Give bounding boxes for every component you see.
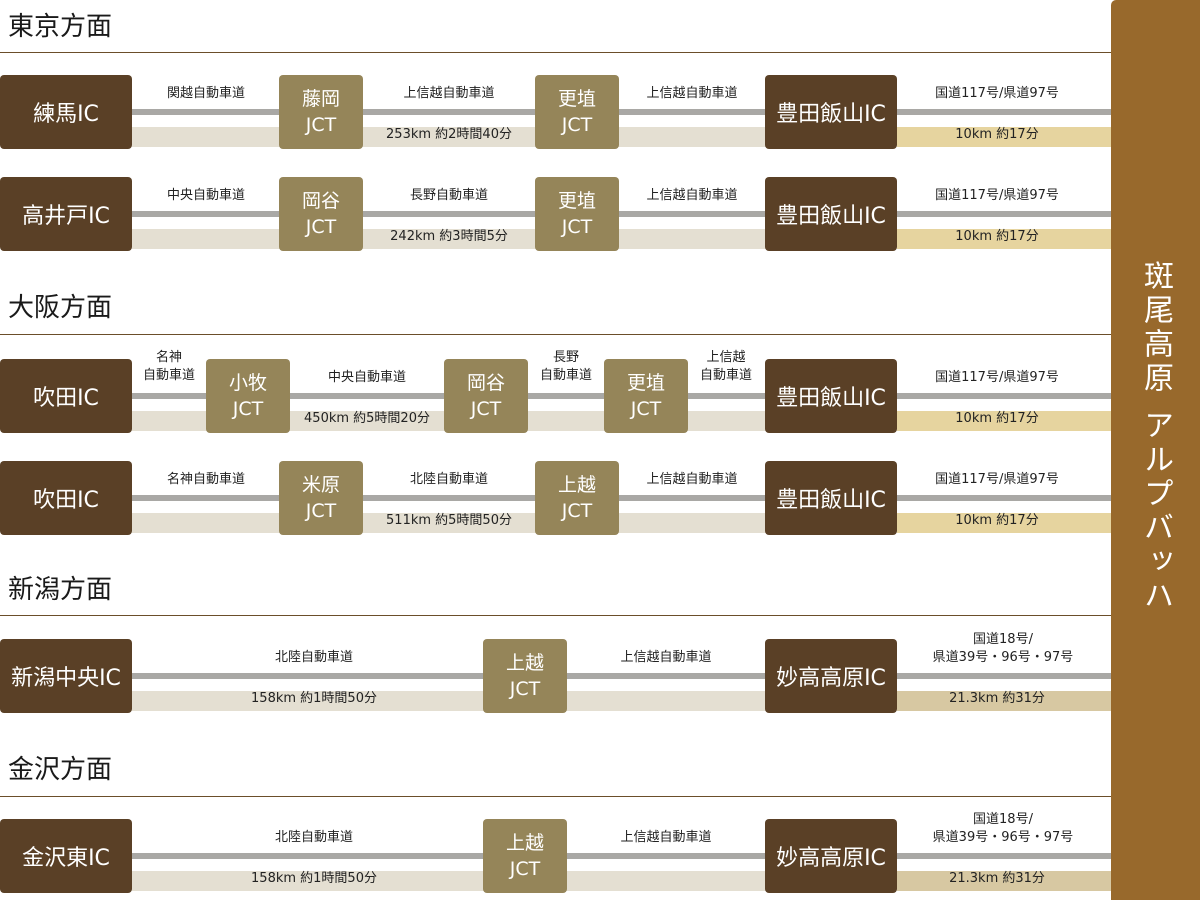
exit-ic: 豊田飯山IC [765,359,897,433]
local-road-distance-band [897,127,1111,147]
route-line [132,853,1111,859]
road-label: 名神自動車道 [166,472,246,487]
local-road-distance-band [897,411,1111,431]
start-ic: 吹田IC [0,359,132,433]
expressway-distance: 158km 約1時間50分 [251,871,377,886]
road-label: 上信越自動車道 [620,650,712,665]
final-distance: 10km 約17分 [955,411,1039,426]
final-distance: 10km 約17分 [955,513,1039,528]
road-label: 上信越自動車道 [620,830,712,845]
road-label: 関越自動車道 [166,86,246,101]
section-title-kanazawa: 金沢方面 [8,755,113,785]
start-ic: 練馬IC [0,75,132,149]
final-distance: 10km 約17分 [955,229,1039,244]
section-title-osaka: 大阪方面 [8,293,113,323]
local-road-distance-band [897,691,1111,711]
section-divider [0,796,1111,797]
road-label: 上信越自動車道 [646,472,738,487]
exit-ic: 妙高高原IC [765,639,897,713]
road-label: 長野自動車道 [409,188,489,203]
road-label: 上信越自動車道 [699,350,753,383]
route-line [132,673,1111,679]
road-label: 上信越自動車道 [646,188,738,203]
section-title-niigata: 新潟方面 [8,575,113,605]
start-ic: 高井戸IC [0,177,132,251]
start-ic: 新潟中央IC [0,639,132,713]
final-road-label: 国道18号/県道39号・96号・97号 [932,632,1074,665]
section-divider [0,334,1111,335]
final-road-label: 国道18号/県道39号・96号・97号 [932,812,1074,845]
road-label: 名神自動車道 [142,350,196,383]
expressway-distance: 511km 約5時間50分 [386,513,512,528]
start-ic: 吹田IC [0,461,132,535]
expressway-distance: 158km 約1時間50分 [251,691,377,706]
local-road-distance-band [897,229,1111,249]
final-distance: 10km 約17分 [955,127,1039,142]
section-divider [0,52,1111,53]
road-label: 北陸自動車道 [409,472,489,487]
route-line [132,211,1111,217]
final-distance: 21.3km 約31分 [949,871,1045,886]
final-road-label: 国道117号/県道97号 [935,86,1059,101]
road-label: 中央自動車道 [327,370,407,385]
road-label: 北陸自動車道 [274,830,354,845]
local-road-distance-band [897,513,1111,533]
expressway-distance: 450km 約5時間20分 [304,411,430,426]
expressway-distance: 242km 約3時間5分 [390,229,508,244]
exit-ic: 豊田飯山IC [765,461,897,535]
final-road-label: 国道117号/県道97号 [935,370,1059,385]
start-ic: 金沢東IC [0,819,132,893]
exit-ic: 妙高高原IC [765,819,897,893]
section-divider [0,615,1111,616]
destination-panel: 斑尾高原 アルプバッハ [1111,0,1200,900]
final-road-label: 国道117号/県道97号 [935,188,1059,203]
road-label: 北陸自動車道 [274,650,354,665]
local-road-distance-band [897,871,1111,891]
final-distance: 21.3km 約31分 [949,691,1045,706]
route-line [132,495,1111,501]
route-line [132,109,1111,115]
road-label: 中央自動車道 [166,188,246,203]
final-road-label: 国道117号/県道97号 [935,472,1059,487]
expressway-distance: 253km 約2時間40分 [386,127,512,142]
road-label: 上信越自動車道 [646,86,738,101]
exit-ic: 豊田飯山IC [765,177,897,251]
section-title-tokyo: 東京方面 [8,12,113,42]
road-label: 長野自動車道 [539,350,593,383]
exit-ic: 豊田飯山IC [765,75,897,149]
destination-label: 斑尾高原 アルプバッハ [1138,260,1173,614]
road-label: 上信越自動車道 [403,86,495,101]
